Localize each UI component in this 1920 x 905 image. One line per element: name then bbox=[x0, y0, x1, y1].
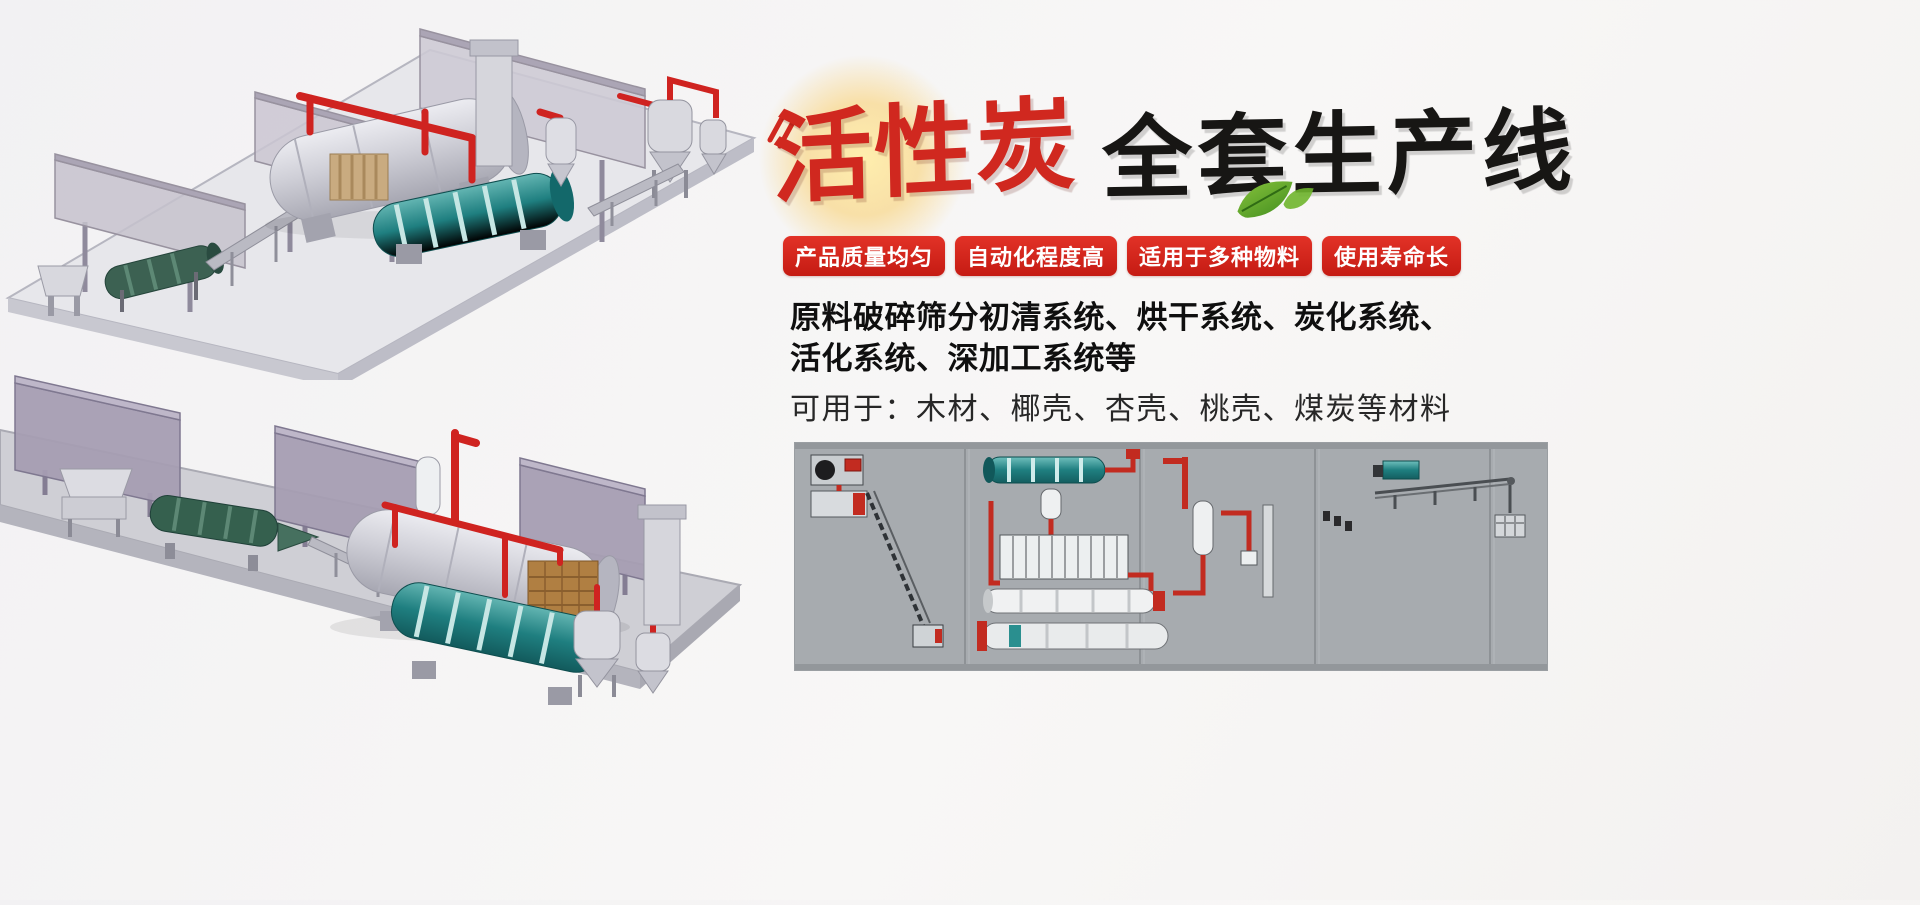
title-black-text: 全套生产线 bbox=[1102, 102, 1577, 211]
badge-label: 自动化程度高 bbox=[967, 245, 1106, 270]
plate-frame-unit bbox=[329, 153, 389, 201]
badge-multiple-materials: 适用于多种物料 bbox=[1127, 236, 1313, 276]
badge-label: 使用寿命长 bbox=[1334, 245, 1450, 270]
systems-line-2: 活化系统、深加工系统等 bbox=[790, 341, 1137, 376]
crushing-unit bbox=[810, 454, 868, 518]
bucket-elevator bbox=[637, 504, 687, 626]
badge-label: 适用于多种物料 bbox=[1139, 245, 1301, 270]
production-line-render-bottom-svg bbox=[0, 375, 743, 705]
long-cylinder-1 bbox=[983, 588, 1165, 614]
banner-title-block: 活性炭 全套生产线 bbox=[758, 54, 1577, 264]
badge-high-automation: 自动化程度高 bbox=[955, 236, 1118, 276]
plant-layout-schematic bbox=[794, 442, 1548, 671]
dust-collector bbox=[545, 117, 577, 187]
carbonization-furnace bbox=[647, 76, 727, 198]
production-line-render-top-svg bbox=[5, 28, 757, 388]
page-title: 活性炭 全套生产线 bbox=[771, 78, 1577, 228]
description-block: 原料破碎筛分初清系统、烘干系统、炭化系统、 活化系统、深加工系统等 可用于：木材… bbox=[790, 297, 1452, 428]
dryer-drum-topview bbox=[983, 449, 1140, 535]
crusher-drum bbox=[149, 494, 320, 571]
speed-lines-icon bbox=[767, 115, 795, 149]
production-line-render-top bbox=[0, 0, 760, 388]
carbonization-furnace bbox=[573, 610, 671, 697]
feed-hopper bbox=[37, 265, 89, 316]
incline-conveyor bbox=[865, 490, 944, 648]
discharge-conveyor bbox=[587, 163, 685, 226]
ladder-marks bbox=[1323, 511, 1352, 531]
production-line-render-bottom bbox=[0, 365, 770, 900]
panel-background bbox=[795, 443, 1547, 670]
leaf-icon bbox=[1237, 181, 1314, 218]
drum-stand bbox=[412, 661, 436, 679]
vertical-tank bbox=[415, 456, 441, 516]
incline-conveyor bbox=[205, 199, 315, 286]
badge-long-service-life: 使用寿命长 bbox=[1322, 236, 1462, 276]
glow-decoration bbox=[758, 54, 968, 264]
title-red-text: 活性炭 bbox=[771, 88, 1079, 217]
badge-uniform-quality: 产品质量均匀 bbox=[783, 236, 946, 276]
structure-grid bbox=[988, 501, 1154, 591]
bucket-elevator bbox=[469, 39, 519, 167]
drum-stand bbox=[548, 687, 572, 705]
long-cylinder-2 bbox=[977, 621, 1169, 651]
feature-badges: 产品质量均匀 自动化程度高 适用于多种物料 使用寿命长 bbox=[783, 236, 1462, 276]
drum-stands bbox=[396, 230, 546, 264]
materials-line: 可用于：木材、椰壳、杏壳、桃壳、煤炭等材料 bbox=[790, 393, 1452, 426]
riser-and-tank bbox=[1163, 457, 1274, 598]
systems-line-1: 原料破碎筛分初清系统、烘干系统、炭化系统、 bbox=[790, 300, 1452, 335]
packing-conveyor bbox=[1373, 460, 1526, 538]
plant-layout-schematic-svg bbox=[795, 443, 1547, 670]
badge-label: 产品质量均匀 bbox=[795, 245, 934, 270]
feed-hopper bbox=[59, 468, 133, 537]
